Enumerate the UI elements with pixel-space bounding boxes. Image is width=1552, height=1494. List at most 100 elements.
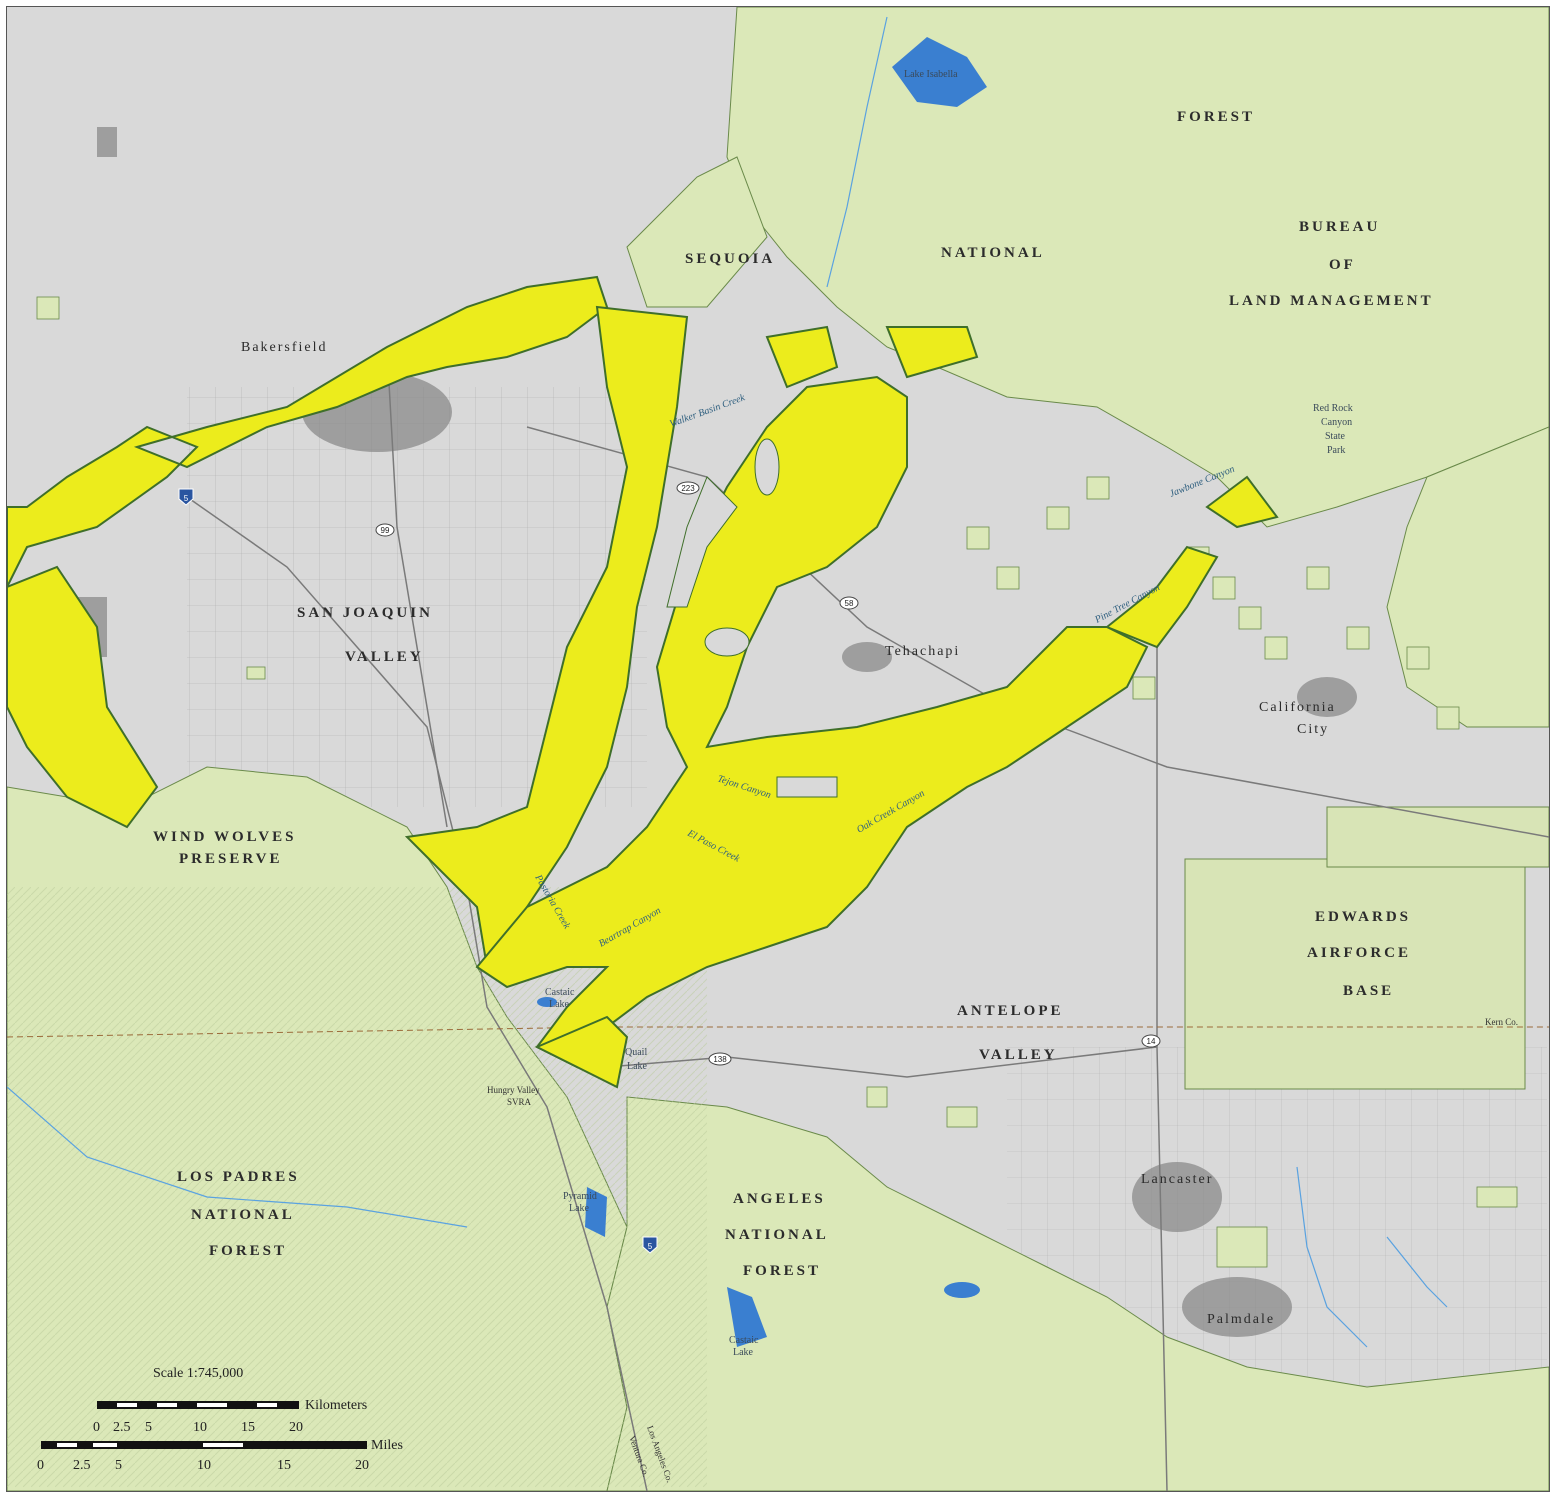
label-castaic-lake-s2: Lake — [733, 1347, 754, 1358]
focus-south-tip — [534, 1015, 629, 1089]
label-lake-isabella: Lake Isabella — [904, 69, 958, 80]
label-national-an: NATIONAL — [725, 1227, 829, 1243]
svg-text:15: 15 — [241, 1420, 255, 1435]
label-red-rock-3: State — [1325, 431, 1346, 442]
lake-isabella-water — [892, 37, 987, 107]
scale-bar: Scale 1:745,000 Kilometers 0 2.5 5 10 15… — [37, 1366, 403, 1473]
label-forest-an: FOREST — [743, 1263, 821, 1279]
svg-text:14: 14 — [1147, 1037, 1156, 1046]
label-hungry-valley-2: SVRA — [507, 1097, 532, 1107]
pyramid-lake-water — [585, 1187, 607, 1237]
label-red-rock-2: Canyon — [1321, 417, 1352, 428]
svg-text:5: 5 — [184, 494, 189, 503]
edwards-airforce-base — [1184, 858, 1526, 1090]
label-preserve: PRESERVE — [179, 851, 283, 867]
map-canvas[interactable]: 5 5 99 223 58 138 14 FOREST SEQUOIA NATI… — [7, 7, 1549, 1491]
label-wind-wolves: WIND WOLVES — [153, 829, 296, 845]
california-city-urban — [1297, 677, 1357, 717]
label-pyramid-1: Pyramid — [563, 1191, 597, 1202]
label-antelope: ANTELOPE — [957, 1003, 1064, 1019]
svg-text:5: 5 — [648, 1242, 653, 1251]
label-forest-lp: FOREST — [209, 1243, 287, 1259]
route-138-shield: 138 — [708, 1052, 732, 1066]
focus-central-ridge — [404, 305, 689, 970]
route-58-shield: 58 — [839, 596, 859, 610]
svg-text:5: 5 — [115, 1458, 122, 1473]
svg-text:58: 58 — [845, 599, 854, 608]
label-quail-1: Quail — [625, 1047, 647, 1058]
label-red-rock-1: Red Rock — [1313, 403, 1353, 414]
highway-99-line — [386, 346, 448, 828]
focus-west-strip — [7, 565, 159, 829]
label-city: City — [1297, 722, 1329, 737]
label-san-joaquin: SAN JOAQUIN — [297, 605, 433, 621]
label-base: BASE — [1343, 983, 1394, 999]
label-land-management: LAND MANAGEMENT — [1229, 293, 1434, 309]
highway-58-line — [526, 426, 1549, 838]
scale-title: Scale 1:745,000 — [153, 1366, 243, 1381]
label-palmdale: Palmdale — [1207, 1312, 1275, 1327]
label-angeles: ANGELES — [733, 1191, 826, 1207]
svg-text:2.5: 2.5 — [113, 1420, 131, 1435]
palmdale-urban — [1182, 1277, 1292, 1337]
route-99-shield: 99 — [375, 523, 395, 537]
water-bodies — [537, 37, 987, 1347]
label-sequoia: SEQUOIA — [685, 251, 775, 267]
label-castaic-2: Lake — [549, 999, 570, 1010]
svg-text:10: 10 — [193, 1420, 207, 1435]
highway-138-line — [606, 1046, 1158, 1078]
svg-text:20: 20 — [289, 1420, 303, 1435]
interstate-5-line — [186, 496, 648, 1491]
sequoia-west-lobe — [626, 156, 768, 308]
route-i5-south-shield: 5 — [642, 1236, 658, 1254]
city-labels: Bakersfield Tehachapi California City La… — [241, 340, 1336, 1327]
focus-north-patches — [765, 325, 979, 389]
lancaster-urban — [1132, 1162, 1222, 1232]
label-quail-2: Lake — [627, 1061, 648, 1072]
svg-text:20: 20 — [355, 1458, 369, 1473]
label-airforce: AIRFORCE — [1307, 945, 1411, 961]
focus-pine-tree-arm — [1105, 545, 1219, 649]
svg-text:99: 99 — [381, 526, 390, 535]
map-frame[interactable]: 5 5 99 223 58 138 14 FOREST SEQUOIA NATI… — [6, 6, 1550, 1492]
scale-km-label: Kilometers — [305, 1398, 367, 1413]
scale-miles-label: Miles — [371, 1438, 403, 1453]
label-bureau: BUREAU — [1299, 219, 1380, 235]
focus-tejon-block — [475, 375, 1149, 1069]
focus-kern-river-arm — [7, 275, 609, 707]
label-tehachapi: Tehachapi — [885, 644, 960, 659]
route-i5-north-shield: 5 — [178, 488, 194, 506]
label-los-padres: LOS PADRES — [177, 1169, 300, 1185]
route-14-shield: 14 — [1141, 1034, 1161, 1048]
castaic-lake-water — [727, 1287, 767, 1347]
focus-holes — [666, 438, 838, 798]
svg-text:138: 138 — [713, 1055, 727, 1064]
label-castaic-lake-s1: Castaic — [729, 1335, 759, 1346]
label-hungry-valley-1: Hungry Valley — [487, 1085, 540, 1095]
scale-miles-bar — [41, 1441, 367, 1449]
scale-mile-ticks: 0 2.5 5 10 15 20 — [37, 1458, 369, 1473]
label-kern-co: Kern Co. — [1485, 1017, 1518, 1027]
label-edwards: EDWARDS — [1315, 909, 1411, 925]
label-valley-sj: VALLEY — [345, 649, 424, 665]
svg-text:5: 5 — [145, 1420, 152, 1435]
label-national-lp: NATIONAL — [191, 1207, 295, 1223]
svg-text:0: 0 — [37, 1458, 44, 1473]
svg-text:10: 10 — [197, 1458, 211, 1473]
focus-area[interactable] — [7, 275, 1279, 1089]
label-red-rock-4: Park — [1327, 445, 1345, 456]
label-pyramid-2: Lake — [569, 1203, 590, 1214]
svg-text:0: 0 — [93, 1420, 100, 1435]
label-of: OF — [1329, 257, 1356, 273]
region-labels: FOREST SEQUOIA NATIONAL BUREAU OF LAND M… — [153, 109, 1434, 1279]
label-bakersfield: Bakersfield — [241, 340, 328, 355]
label-lancaster: Lancaster — [1141, 1172, 1213, 1187]
tehachapi-urban — [842, 642, 892, 672]
label-california: California — [1259, 700, 1336, 715]
label-valley-antelope: VALLEY — [979, 1047, 1058, 1063]
route-223-shield: 223 — [676, 481, 700, 495]
scale-km-bar — [97, 1401, 299, 1409]
label-castaic-1: Castaic — [545, 987, 575, 998]
label-forest-top: FOREST — [1177, 109, 1255, 125]
urban-areas — [67, 127, 1357, 1337]
